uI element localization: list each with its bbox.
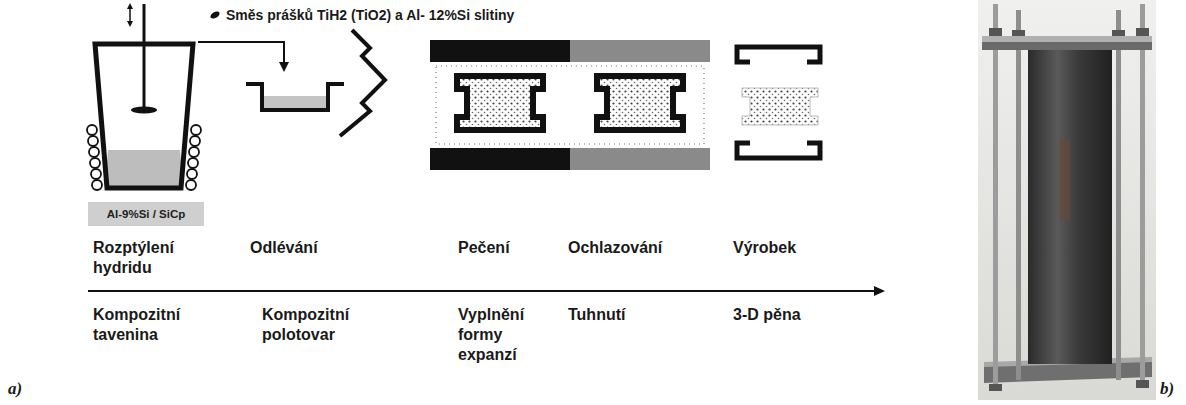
crucible-figure	[87, 125, 97, 135]
transfer-arrow	[198, 42, 284, 64]
baking-press	[570, 148, 710, 170]
foam-product	[737, 47, 820, 62]
crucible-figure	[143, 4, 146, 108]
baking-press	[597, 76, 683, 130]
mould-photo	[1136, 380, 1149, 388]
transfer-arrow	[279, 62, 289, 72]
crucible-figure	[209, 10, 221, 20]
mould-photo	[1112, 30, 1125, 36]
foam-product	[737, 47, 820, 158]
mould-photo	[978, 0, 1156, 400]
state-label: Tuhnutí	[568, 305, 625, 325]
crucible-figure	[105, 150, 183, 186]
foam-product	[742, 88, 818, 125]
crucible-figure	[186, 180, 196, 190]
crucible-figure	[131, 107, 157, 114]
state-label: Kompozitní polotovar	[262, 305, 374, 345]
casting-mould	[340, 30, 385, 136]
mould-photo	[978, 0, 1156, 400]
crucible-figure	[88, 136, 98, 146]
stage-label: Rozptýlení hydridu	[93, 238, 193, 278]
baking-press	[457, 76, 543, 130]
crucible-figure	[190, 136, 200, 146]
panel-letter: b)	[1160, 378, 1174, 399]
stage-label: Odlévání	[250, 238, 318, 258]
melt-band: Al-9%Si / SiCp	[88, 202, 204, 226]
foam-product	[737, 143, 820, 158]
casting-mould	[246, 84, 344, 110]
crucible-figure	[90, 158, 100, 168]
baking-press	[430, 40, 570, 62]
mould-photo	[989, 384, 1002, 391]
casting-mould	[264, 96, 326, 108]
crucible-figure	[127, 21, 133, 27]
stage-label: Ochlazování	[568, 238, 662, 258]
crucible-figure	[92, 180, 102, 190]
mould-photo	[1016, 10, 1021, 380]
mould-photo	[982, 42, 1152, 50]
stage-label: Výrobek	[733, 238, 796, 258]
baking-press	[436, 66, 704, 144]
mould-photo	[989, 28, 1002, 36]
casting-mould	[246, 30, 385, 136]
crucible-figure	[189, 147, 199, 157]
baking-press	[430, 148, 570, 170]
process-axis	[88, 286, 885, 296]
baking-press	[570, 40, 710, 62]
crucible-figure	[191, 125, 201, 135]
stage-label: Pečení	[458, 238, 510, 258]
process-axis	[874, 286, 885, 296]
crucible-figure	[89, 147, 99, 157]
mould-photo	[1012, 30, 1025, 36]
crucible-figure	[87, 125, 201, 190]
mould-photo	[1060, 140, 1070, 220]
process-axis	[88, 290, 876, 292]
mould-photo	[1140, 4, 1145, 388]
baking-press	[430, 40, 710, 170]
mould-photo	[982, 36, 1152, 42]
state-label: Kompozitní tavenina	[93, 305, 198, 345]
mould-photo	[993, 4, 998, 388]
crucible-figure	[187, 169, 197, 179]
crucible-figure	[87, 3, 221, 190]
alloy-label: Al-9%Si / SiCp	[107, 208, 186, 220]
mould-photo	[1116, 10, 1121, 380]
state-label: 3-D pěna	[733, 305, 801, 325]
powder-note: Směs prášků TiH2 (TiO2) a Al- 12%Si slit…	[226, 7, 514, 25]
crucible-figure	[188, 158, 198, 168]
state-label: Vyplnění formy expanzí	[458, 305, 548, 365]
crucible-figure	[127, 3, 133, 9]
mould-photo	[1028, 48, 1112, 364]
crucible-figure	[91, 169, 101, 179]
panel-letter: a)	[8, 378, 22, 399]
mould-photo	[1136, 28, 1149, 36]
mould-photo	[989, 28, 1149, 391]
transfer-arrow	[198, 42, 289, 72]
